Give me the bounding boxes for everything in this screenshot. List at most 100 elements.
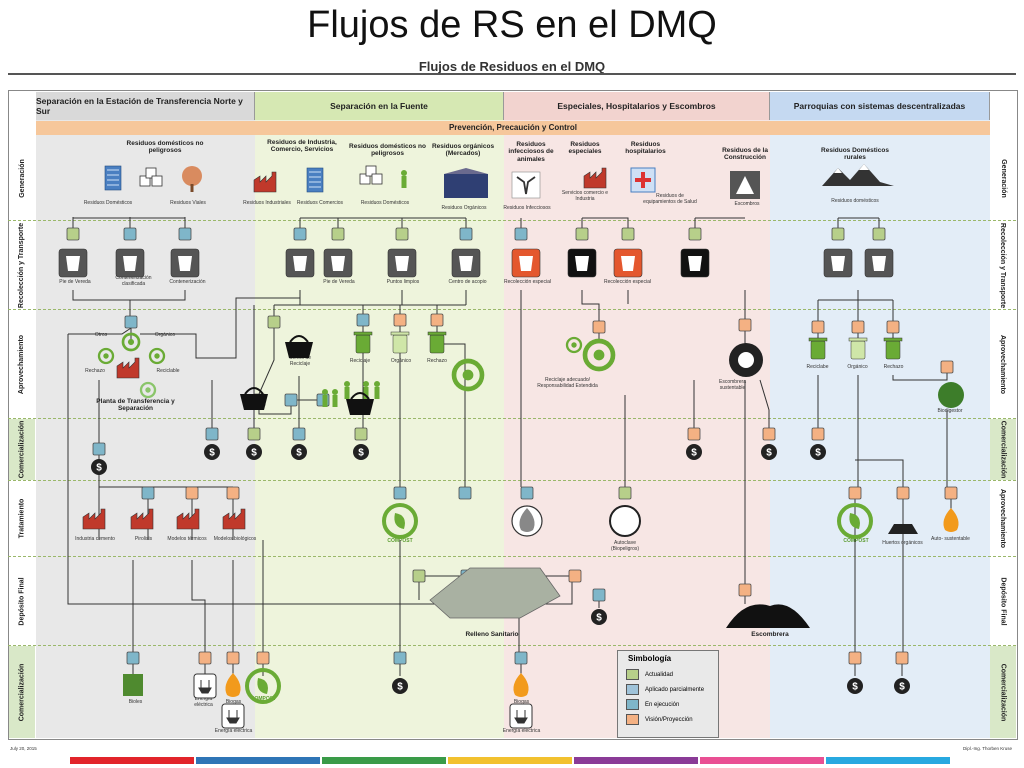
color-bar	[448, 757, 572, 764]
dollar-icon	[204, 444, 220, 460]
gen-label-especiales: Residuos especiales	[568, 141, 602, 156]
row-divider	[8, 220, 1016, 221]
dollar-icon: $	[596, 613, 602, 624]
dollar-icon: $	[96, 463, 102, 474]
trash-can-icon	[355, 334, 371, 354]
factory-icon	[253, 171, 277, 193]
dollar-icon	[591, 609, 607, 625]
factory-icon	[82, 508, 106, 530]
flow-line	[67, 334, 575, 605]
final-com-label: COMPOST	[250, 696, 277, 702]
status-box	[458, 486, 472, 500]
column-bg-parishes	[770, 92, 990, 738]
flow-line	[892, 361, 948, 381]
flow-line	[759, 379, 770, 434]
person-icon	[401, 176, 407, 188]
plug-icon	[514, 710, 528, 724]
status-box	[178, 227, 192, 241]
gen-sub-label: Escombros	[734, 201, 760, 207]
column-header-source: Separación en la Fuente	[255, 92, 504, 120]
trash-can-icon	[390, 331, 410, 336]
person-icon	[344, 381, 350, 387]
legend-title: Simbología	[628, 654, 672, 663]
treat-label: Auto- sustentable	[931, 536, 970, 542]
legend-label: En ejecución	[645, 701, 680, 708]
dollar-icon: $	[209, 448, 215, 459]
final-label-relleno: Relleno Sanitario	[465, 631, 519, 638]
person-icon	[363, 387, 369, 399]
aprov-label: Otros	[94, 332, 108, 338]
trash-can-icon	[392, 334, 408, 354]
status-box	[66, 227, 80, 241]
container-icon	[831, 256, 845, 271]
trash-can-icon	[848, 337, 868, 342]
gen-sub-label: Residuos de equipamientos de Salud	[643, 193, 697, 205]
status-box	[247, 427, 261, 441]
legend-label: Visión/Proyección	[645, 716, 693, 723]
plug-icon	[198, 680, 212, 694]
flow-line	[855, 459, 904, 487]
container-icon	[331, 256, 345, 271]
person-icon	[322, 389, 328, 395]
landfill-icon	[429, 567, 561, 619]
legend-item: Visión/Proyección	[626, 714, 718, 725]
plug-icon	[221, 703, 245, 729]
basket-icon	[244, 387, 264, 395]
recycle-icon	[462, 369, 474, 381]
person-icon	[332, 395, 338, 407]
color-bar	[322, 757, 446, 764]
transport-label: Recolección especial	[604, 279, 651, 285]
status-box	[226, 651, 240, 665]
person-icon	[332, 389, 338, 395]
status-box	[592, 320, 606, 334]
dollar-icon	[246, 444, 262, 460]
basket-icon	[346, 399, 374, 415]
diagram-title: Flujos de Residuos en el DMQ	[418, 59, 606, 74]
treat-label: Huertos orgánicos	[882, 540, 923, 546]
container-icon	[66, 256, 80, 271]
status-box	[575, 227, 589, 241]
status-box	[412, 569, 426, 583]
legend-swatch	[626, 699, 639, 710]
recycle-icon	[571, 342, 577, 348]
aprov-label: Reciclable	[156, 368, 180, 374]
person-icon	[363, 381, 369, 387]
dollar-icon	[392, 678, 408, 694]
final-com-label: Biogas	[513, 699, 530, 705]
basket-icon	[240, 394, 268, 410]
gen-label-industria: Residuos de Industria, Comercio, Servici…	[267, 139, 337, 154]
status-box	[141, 486, 155, 500]
compost-icon	[849, 513, 860, 529]
final-com-label: Energía eléctrica	[194, 696, 213, 708]
status-box	[126, 651, 140, 665]
status-box	[738, 583, 752, 597]
trash-can-icon	[427, 331, 447, 336]
factory-icon	[116, 357, 140, 379]
trash-can-icon	[850, 340, 866, 360]
status-box	[185, 486, 199, 500]
recycle-icon	[97, 347, 115, 365]
row-divider	[8, 556, 1016, 557]
recycle-icon	[139, 381, 157, 399]
aprov-label: Rechazo	[427, 358, 447, 364]
compost-icon	[394, 513, 405, 529]
recycle-icon	[121, 332, 141, 352]
flame-icon	[225, 673, 241, 697]
factory-icon	[583, 167, 607, 189]
dollar-icon	[847, 678, 863, 694]
slide-title: Flujos de RS en el DMQ	[307, 4, 717, 46]
aprov-label: Escombrera sustentable	[719, 379, 746, 391]
dollar-icon	[686, 444, 702, 460]
trash-can-icon	[883, 337, 903, 342]
row-divider	[8, 645, 1016, 646]
tree-icon	[190, 184, 194, 192]
person-icon	[374, 387, 380, 399]
person-icon	[401, 170, 407, 176]
boxes-icon	[365, 165, 377, 177]
status-box	[896, 486, 910, 500]
row-divider	[8, 480, 1016, 481]
trash-can-icon	[429, 334, 445, 354]
building-icon	[306, 167, 324, 193]
recycle-icon	[145, 387, 151, 393]
transport-label: Pie de Vereda	[59, 279, 91, 285]
